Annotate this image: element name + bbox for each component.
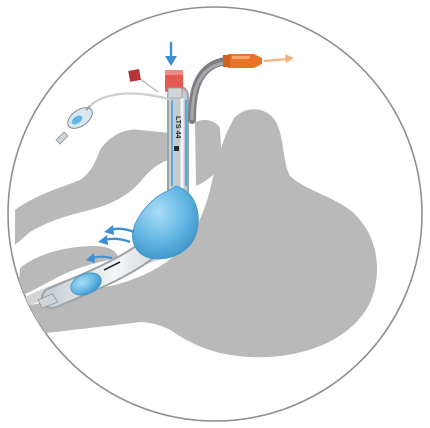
tube-markings: LTS 44 — [174, 116, 181, 139]
suction-connector — [223, 54, 262, 68]
tube-depth-mark — [174, 146, 179, 151]
tube-connector — [165, 70, 183, 98]
